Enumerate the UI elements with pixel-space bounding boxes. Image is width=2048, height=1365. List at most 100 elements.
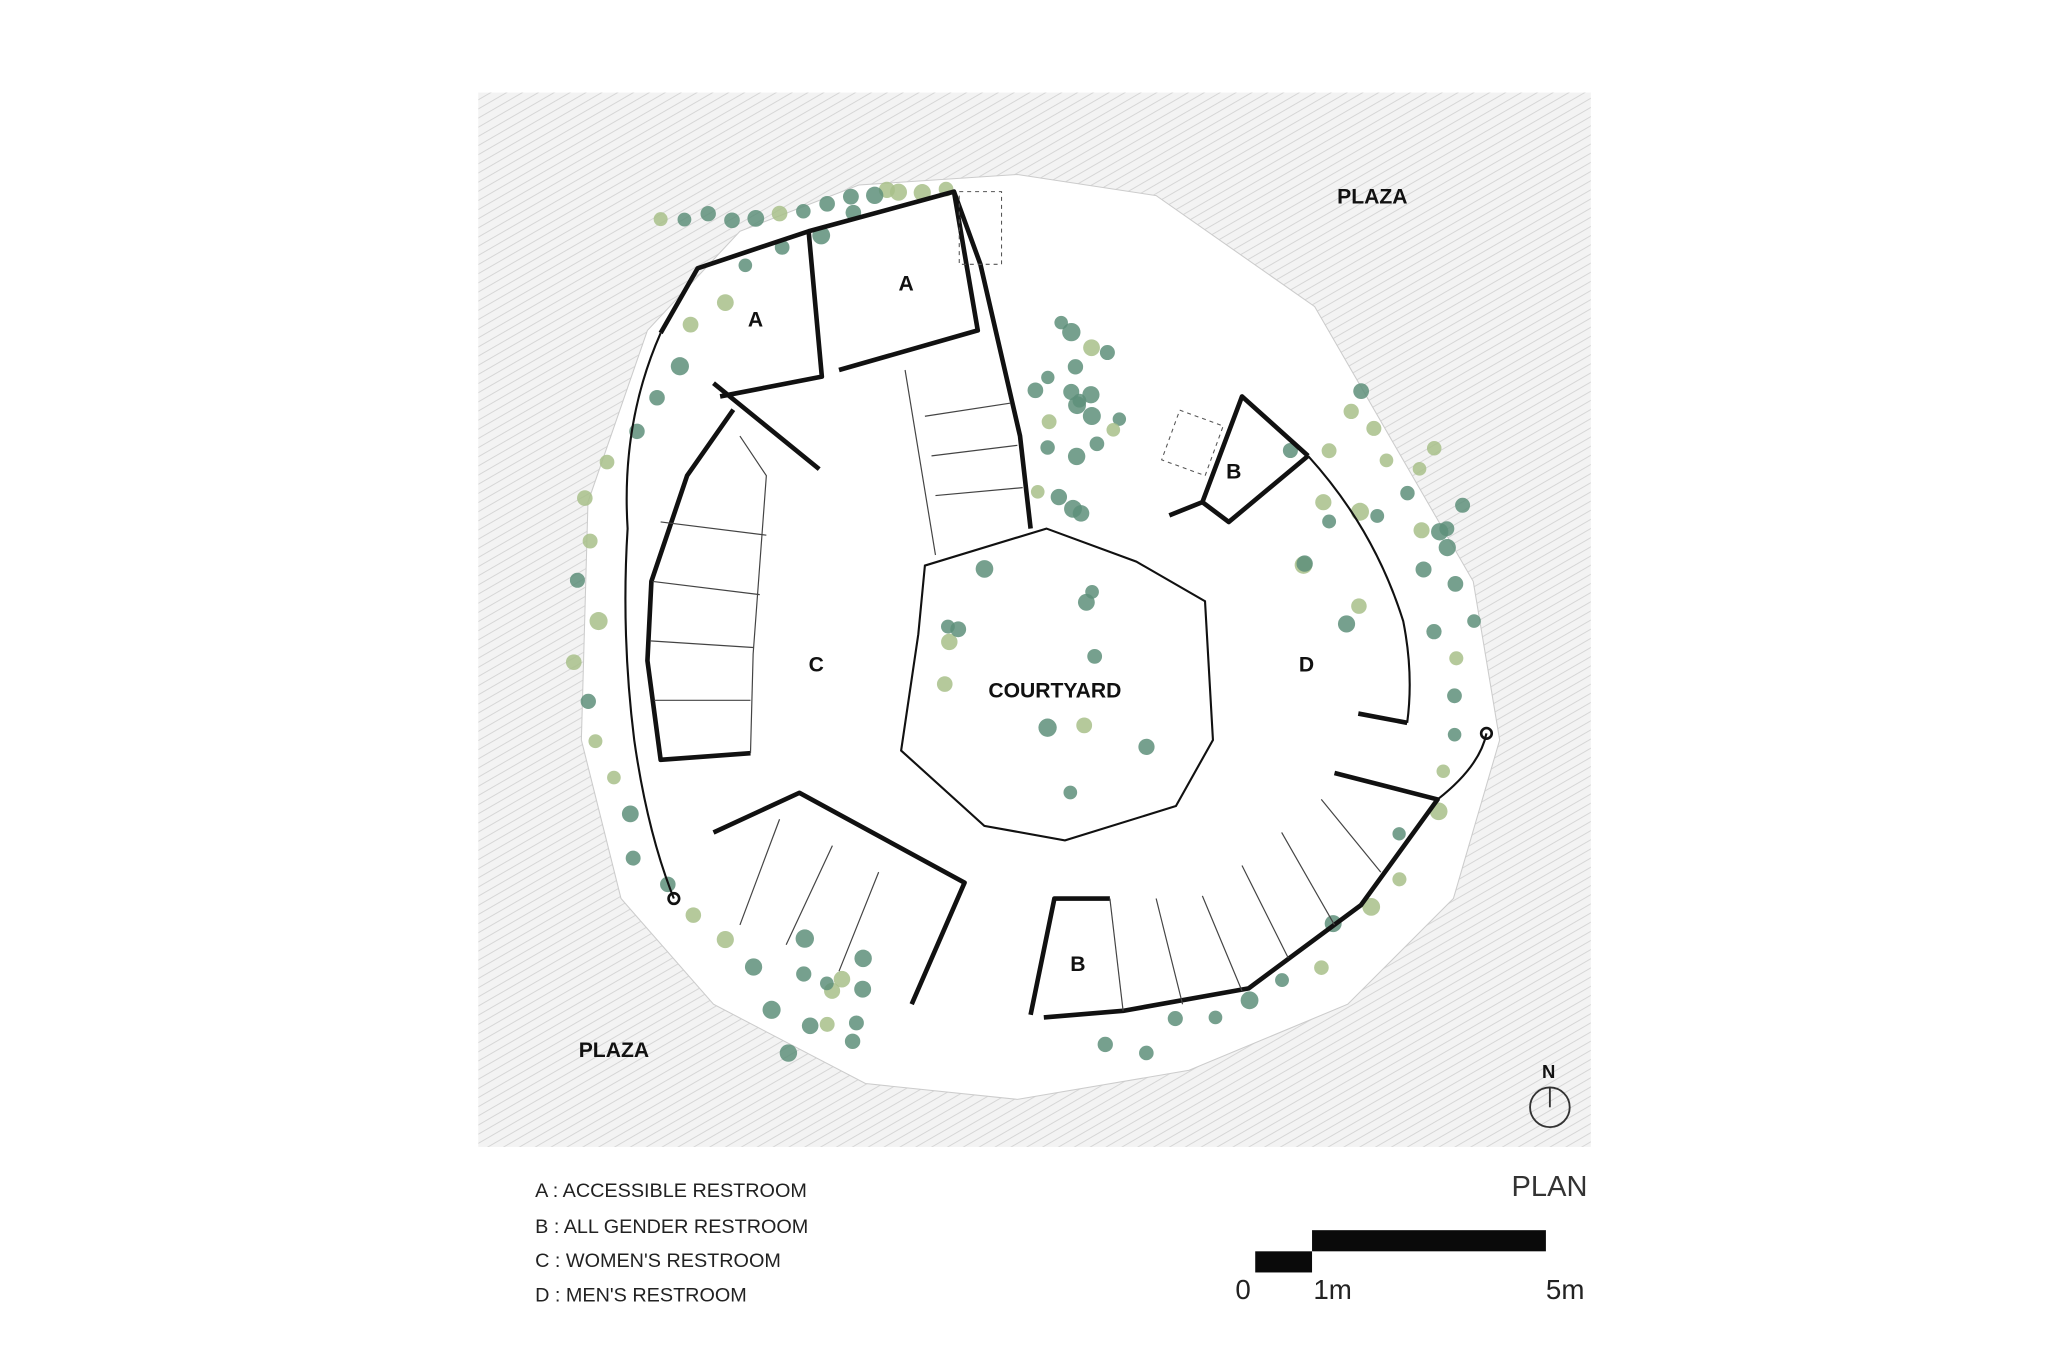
plant-icon	[1041, 414, 1057, 430]
plaza-label-sw: PLAZA	[579, 1039, 649, 1062]
plant-icon	[569, 572, 585, 588]
legend-item: A : ACCESSIBLE RESTROOM	[535, 1180, 807, 1202]
plant-icon	[1447, 727, 1462, 742]
plant-icon	[1351, 502, 1370, 521]
plant-icon	[588, 734, 603, 749]
plant-icon	[844, 1033, 861, 1050]
plant-icon	[796, 966, 812, 982]
plant-icon	[1082, 407, 1101, 426]
north-arrow-icon: N	[1529, 1061, 1571, 1129]
plant-icon	[1087, 648, 1103, 664]
plant-icon	[1099, 345, 1115, 361]
plant-icon	[1063, 785, 1078, 800]
legend: A : ACCESSIBLE RESTROOM B : ALL GENDER R…	[535, 1180, 808, 1306]
plant-icon	[1112, 412, 1127, 426]
plant-icon	[1240, 991, 1259, 1010]
plant-icon	[1415, 561, 1432, 578]
plant-icon	[801, 1017, 819, 1035]
plant-icon	[1089, 436, 1105, 452]
plant-icon	[1097, 1036, 1113, 1053]
room-label-a2: A	[898, 273, 913, 296]
plant-icon	[771, 205, 788, 222]
plant-icon	[607, 770, 621, 785]
plant-icon	[854, 949, 872, 968]
plant-icon	[1038, 718, 1057, 737]
plant-icon	[599, 454, 615, 470]
plant-icon	[1314, 960, 1329, 975]
plant-icon	[1370, 509, 1385, 523]
plant-icon	[625, 850, 641, 866]
plant-icon	[685, 907, 702, 923]
plant-icon	[1138, 738, 1155, 755]
plant-icon	[833, 970, 851, 988]
legend-item: D : MEN'S RESTROOM	[535, 1285, 747, 1307]
outer-planter-edge	[624, 332, 675, 899]
room-label-a1: A	[748, 308, 763, 331]
plant-icon	[1030, 484, 1045, 499]
plant-icon	[1412, 461, 1427, 476]
plant-icon	[589, 612, 608, 631]
room-label-b2: B	[1070, 953, 1085, 976]
plant-icon	[1426, 441, 1442, 456]
plant-icon	[1296, 555, 1313, 572]
plant-icon	[1076, 717, 1093, 734]
plant-icon	[796, 203, 811, 219]
plant-icon	[848, 1015, 864, 1031]
room-label-b1: B	[1226, 460, 1241, 483]
plant-icon	[1067, 359, 1084, 375]
legend-item: B : ALL GENDER RESTROOM	[535, 1216, 808, 1238]
plant-icon	[1439, 521, 1455, 537]
room-d-block	[1028, 394, 1440, 1020]
room-label-c: C	[809, 653, 824, 676]
plaza-label-ne: PLAZA	[1337, 186, 1407, 209]
plant-icon	[1083, 339, 1100, 357]
plant-icon	[1275, 973, 1289, 988]
plant-icon	[842, 188, 859, 205]
plant-icon	[1343, 403, 1359, 420]
plant-icon	[936, 676, 953, 692]
plant-icon	[1077, 593, 1095, 611]
plant-icon	[950, 621, 967, 638]
plant-icon	[1072, 505, 1090, 522]
plant-icon	[1392, 827, 1406, 841]
svg-text:5m: 5m	[1546, 1274, 1585, 1305]
plant-icon	[1467, 614, 1481, 628]
plant-icon	[889, 183, 908, 201]
plant-icon	[670, 357, 689, 376]
plant-icon	[1082, 386, 1100, 404]
plant-icon	[1106, 422, 1121, 437]
plant-icon	[1455, 497, 1471, 513]
plant-icon	[1337, 615, 1356, 633]
plant-icon	[819, 195, 835, 212]
plant-icon	[1438, 538, 1456, 557]
planting	[565, 181, 1481, 1062]
plant-icon	[621, 805, 639, 823]
svg-text:1m: 1m	[1313, 1274, 1352, 1305]
plant-icon	[1426, 624, 1442, 640]
plant-icon	[762, 1000, 781, 1019]
plant-icon	[738, 258, 753, 273]
plant-icon	[795, 929, 814, 948]
plant-icon	[1400, 485, 1415, 501]
svg-text:0: 0	[1235, 1274, 1250, 1305]
plan-title: PLAN	[1512, 1171, 1588, 1203]
plant-icon	[744, 958, 763, 976]
plant-icon	[1041, 370, 1055, 385]
room-label-d: D	[1299, 653, 1314, 676]
plant-icon	[1392, 872, 1407, 887]
plant-icon	[1067, 447, 1086, 466]
plant-icon	[854, 980, 872, 998]
courtyard-label: COURTYARD	[988, 680, 1121, 703]
plant-icon	[1068, 396, 1086, 415]
plant-icon	[1413, 522, 1430, 539]
svg-text:N: N	[1542, 1061, 1555, 1082]
courtyard-wall	[899, 527, 1215, 842]
outer-planter-edge-southeast	[1436, 733, 1488, 801]
plant-icon	[1436, 764, 1450, 778]
plant-icon	[577, 490, 593, 506]
room-a-block	[658, 189, 1033, 556]
plant-icon	[1282, 442, 1298, 459]
plant-icon	[820, 976, 834, 991]
plant-icon	[1366, 420, 1382, 436]
plant-icon	[565, 654, 582, 671]
